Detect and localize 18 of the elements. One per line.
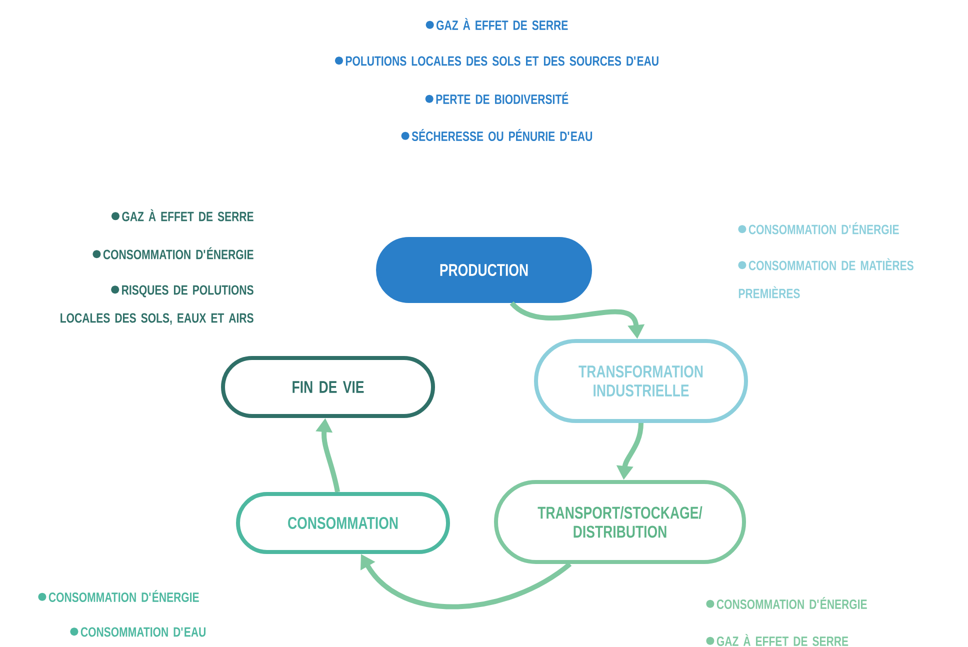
bullet-item: CONSOMMATION D'ÉNERGIE (738, 222, 899, 234)
bullet-item: GAZ À EFFET DE SERRE (111, 209, 254, 222)
bullet-item: PERTE DE BIODIVERSITÉ (425, 92, 568, 104)
process-box: TRANSFORMATION INDUSTRIELLE (534, 339, 748, 423)
bullet-item: GAZ À EFFET DE SERRE (426, 18, 568, 30)
process-box: TRANSPORT/STOCKAGE/ DISTRIBUTION (494, 480, 746, 564)
process-box: FIN DE VIE (221, 356, 435, 418)
bullet-item: SÉCHERESSE OU PÉNURIE D'EAU (401, 128, 592, 142)
bullet-item: CONSOMMATION D'ÉNERGIE (38, 590, 199, 602)
bullet-item: GAZ À EFFET DE SERRE (706, 634, 848, 646)
bullet-item: RISQUES DE POLUTIONS LOCALES DES SOLS, EAUX ET AIRS (60, 285, 254, 325)
bullet-item: CONSOMMATION D'ÉNERGIE (706, 596, 867, 610)
bullet-item: POLUTIONS LOCALES DES SOLS ET DES SOURCES D'EAU (335, 56, 658, 66)
process-box: PRODUCTION (376, 237, 592, 303)
process-box: CONSOMMATION (236, 492, 450, 554)
bullet-item: CONSOMMATION D'ÉNERGIE (92, 247, 254, 260)
bullet-item: CONSOMMATION DE MATIÈRES PREMIÈRES (738, 258, 914, 298)
bullet-item: CONSOMMATION D'EAU (70, 627, 206, 637)
